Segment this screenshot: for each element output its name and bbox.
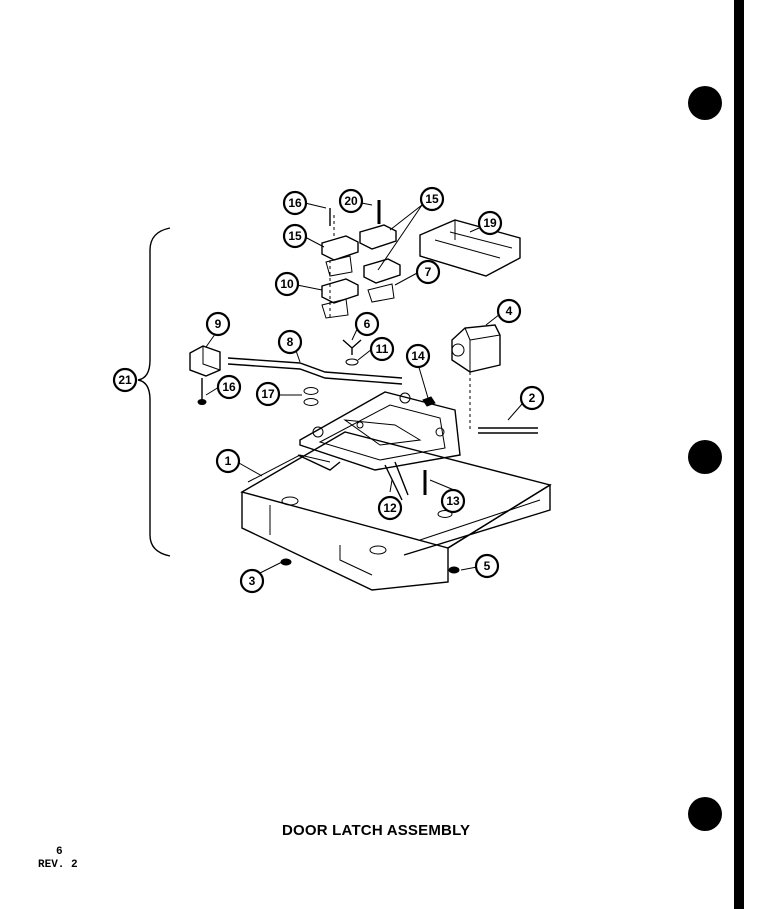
callout-11: 11 (369, 336, 395, 362)
punch-hole-top (688, 86, 722, 120)
terminal-block (419, 219, 521, 277)
callout-8: 8 (277, 329, 303, 355)
callout-9: 9 (205, 311, 231, 337)
callout-6: 6 (354, 311, 380, 337)
callout-20: 20 (338, 188, 364, 214)
base-plate (240, 431, 552, 591)
punch-hole-bottom (688, 797, 722, 831)
svg-text:12: 12 (383, 501, 397, 515)
callout-3: 3 (239, 568, 265, 594)
svg-text:10: 10 (280, 277, 294, 291)
actuator-rod (227, 357, 403, 385)
callout-4: 4 (496, 298, 522, 324)
binder-edge-bar (734, 0, 744, 909)
svg-text:1: 1 (225, 454, 232, 468)
callout-16-left: 16 (216, 374, 242, 400)
page-number: 6 (56, 846, 63, 858)
interlock-switches (321, 215, 401, 320)
washer-17a (303, 387, 319, 395)
wing-nut (342, 339, 362, 355)
nut-14 (422, 396, 436, 407)
callout-14: 14 (405, 343, 431, 369)
svg-text:2: 2 (529, 391, 536, 405)
callout-15-left: 15 (282, 223, 308, 249)
assembly-bracket (137, 227, 171, 557)
washer-11 (345, 358, 359, 366)
svg-text:13: 13 (446, 494, 460, 508)
svg-text:19: 19 (483, 216, 497, 230)
solenoid (451, 324, 501, 430)
callout-2: 2 (519, 385, 545, 411)
svg-text:6: 6 (364, 317, 371, 331)
svg-text:15: 15 (288, 229, 302, 243)
callout-7: 7 (415, 259, 441, 285)
switch-block (189, 345, 221, 377)
callout-16-top: 16 (282, 190, 308, 216)
callout-19: 19 (477, 210, 503, 236)
callout-5: 5 (474, 553, 500, 579)
callout-21: 21 (112, 367, 138, 393)
callout-15-right: 15 (419, 186, 445, 212)
svg-text:16: 16 (288, 196, 302, 210)
leader-lines (205, 200, 523, 574)
screw-3 (280, 558, 292, 566)
spring (478, 427, 538, 434)
callout-17: 17 (255, 381, 281, 407)
svg-text:20: 20 (344, 194, 358, 208)
svg-text:17: 17 (261, 387, 275, 401)
svg-text:15: 15 (425, 192, 439, 206)
svg-text:3: 3 (249, 574, 256, 588)
svg-text:16: 16 (222, 380, 236, 394)
callout-12: 12 (377, 495, 403, 521)
punch-hole-middle (688, 440, 722, 474)
page-number-block: 6 REV. 2 (38, 846, 78, 872)
callout-1: 1 (215, 448, 241, 474)
svg-text:7: 7 (425, 265, 432, 279)
screw-5 (448, 566, 460, 574)
svg-text:4: 4 (506, 304, 513, 318)
svg-text:5: 5 (484, 559, 491, 573)
svg-text:14: 14 (411, 349, 425, 363)
washer-17b (303, 398, 319, 406)
svg-text:21: 21 (118, 373, 132, 387)
svg-text:9: 9 (215, 317, 222, 331)
callout-13: 13 (440, 488, 466, 514)
svg-text:11: 11 (376, 342, 389, 356)
revision-label: REV. 2 (38, 859, 78, 871)
svg-text:8: 8 (287, 335, 294, 349)
latch-mechanism (297, 391, 461, 501)
callout-10: 10 (274, 271, 300, 297)
diagram-title: DOOR LATCH ASSEMBLY (282, 822, 471, 839)
